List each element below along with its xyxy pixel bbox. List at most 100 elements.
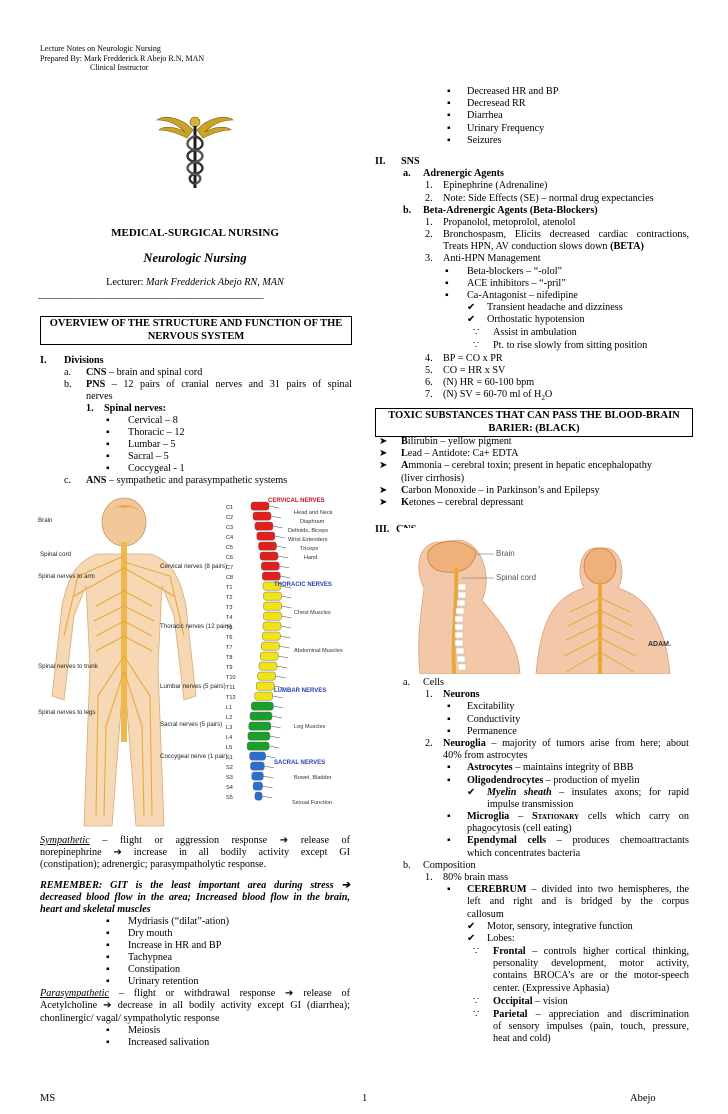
arrow-bullet-icon: ➤ (379, 484, 388, 496)
cervical-func-0: Head and Neck (294, 510, 333, 516)
vertebra-label-t4: T4 (226, 615, 233, 621)
occipital-text: – vision (532, 995, 568, 1007)
vertebra-s3 (251, 771, 264, 781)
hpn-item-2: Ca-Antagonist – nifedipine (467, 290, 578, 301)
remember-line-2: decreased blood flow in the area; Increa… (40, 891, 350, 903)
parietal-text-3: heat and cold) (493, 1032, 551, 1044)
spinal-nerves-marker: 1. (86, 403, 94, 414)
vertebra-s5 (254, 791, 263, 801)
thoracic-func-0: Chest Muscles (294, 610, 331, 616)
vertebra-label-t2: T2 (226, 595, 233, 601)
vertebra-t9 (258, 661, 278, 671)
vertebra-s4 (252, 781, 263, 791)
cells-title: Cells (423, 677, 444, 688)
parietal-text-1: – appreciation and discrimination (527, 1008, 689, 1020)
cerebrum-check-1: Lobes: (487, 932, 515, 944)
symp-effect-5: Urinary retention (128, 976, 199, 988)
ca-effect-0: Transient headache and dizziness (487, 302, 623, 314)
vertebra-label-c4: C4 (226, 535, 233, 541)
vertebra-label-c3: C3 (226, 525, 233, 531)
ependymal-text-2: which concentrates bacteria (467, 847, 581, 859)
body-label-nerves-arm: Spinal nerves to arm (38, 573, 95, 580)
sympathetic-term: Sympathetic (40, 835, 90, 846)
cervical-func-3: Wrist Extenders (288, 537, 328, 543)
composition-marker: b. (403, 859, 411, 871)
footer-left: MS (40, 1093, 56, 1104)
parasympathetic-text-2: Acetylcholine ➔ decrease in all bodily a… (40, 1000, 350, 1012)
cells-heading: a.Cells (375, 677, 691, 689)
item-ans-term: ANS (86, 475, 107, 486)
astrocytes-term: Astrocytes (467, 762, 513, 774)
arrow-bullet-icon: ➤ (379, 496, 388, 508)
cerebrum-term: CEREBRUM (467, 884, 527, 896)
section-1-number: I. (40, 355, 47, 366)
item-pns: b. PNS – 12 pairs of cranial nerves and … (40, 379, 352, 391)
list-item: ▪Urinary retention (106, 976, 199, 988)
toxic-text-0: ilirubin – yellow pigment (407, 436, 512, 447)
list-item: ✔Lobes: (375, 933, 691, 946)
vertebra-label-t11: T11 (226, 685, 235, 691)
astrocytes-text: – maintains integrity of BBB (512, 762, 634, 774)
sympathetic-line-1: Sympathetic – flight or aggression respo… (40, 835, 350, 847)
microglia-stationary: Stationary (531, 811, 580, 823)
list-item: ➤Ketones – cerebral depressant (375, 497, 691, 509)
item-cns-term: CNS (86, 367, 107, 378)
vertebra-label-t6: T6 (226, 635, 233, 641)
list-item: ▪Dry mouth (106, 928, 173, 940)
list-item: 7.(N) SV = 60-70 ml of H2O (425, 389, 553, 403)
list-item: ▪Decresead RR (447, 98, 526, 110)
cervical-func-5: Hand (304, 555, 317, 561)
vertebra-l5 (246, 741, 270, 751)
vertebra-t7 (261, 641, 280, 651)
because-icon: ∵ (473, 995, 480, 1007)
parasympathetic-text-3: chonlinergic/ vagal/ sympatholytic respo… (40, 1012, 220, 1024)
hpn-item-0: Beta-blockers – “-olol” (467, 265, 563, 277)
beta-blockers-heading: b. Beta-Adrenergic Agents (Beta-Blockers… (375, 205, 691, 217)
cns-figure: Brain Spinal cord ADAM. (400, 528, 696, 674)
spinal-item-lumbar: Lumbar – 5 (128, 439, 176, 450)
list-item: ▪Permanence (447, 725, 517, 737)
nerve-line-s2 (264, 765, 275, 769)
toxic-text-1: ead – Antidote: Ca+ EDTA (407, 448, 519, 460)
list-item: ▪Sacral – 5 (106, 451, 169, 462)
cerebrum-text-1: – divided into two hemispheres, the (526, 884, 689, 896)
para-effect-6: Seizures (467, 134, 502, 146)
neuron-prop-1: Conductivity (467, 713, 521, 725)
list-item: ✔Transient headache and dizziness (375, 302, 691, 314)
section-1-heading: I. Divisions (40, 355, 352, 367)
list-item: ▪Mydriasis (“dilat”-ation) (106, 916, 229, 928)
check-icon: ✔ (467, 920, 476, 932)
nerve-line-t2 (281, 595, 292, 599)
lumbar-func-0: Leg Muscles (294, 724, 326, 730)
frontal-text-3: contains BROCA’s are or the motor-speech (493, 970, 689, 982)
list-item: ➤Lead – Antidote: Ca+ EDTA (375, 448, 691, 460)
vertebra-label-c8: C8 (226, 575, 233, 581)
list-item: ➤Bilirubin – yellow pigment (375, 436, 691, 448)
group-label-coccygeal: Coccygeal nerve (1 pair) (160, 753, 227, 760)
vertebra-l2 (249, 711, 273, 721)
list-item: ∵Pt. to rise slowly from sitting positio… (375, 340, 691, 353)
item-cns: a. CNS – brain and spinal cord (40, 367, 352, 379)
nerve-line-t11 (274, 685, 285, 689)
list-item: 1.80% brain mass (375, 872, 691, 884)
spinal-nerves-title: Spinal nerves: (104, 403, 166, 414)
list-item: ∵Occipital – vision (375, 996, 691, 1009)
ca-effect-1: Orthostatic hypotension (487, 314, 585, 326)
spine-column: C1C2C3C4C5C6C7C8T1T2T3T4T5T6T7T8T9T10T11… (226, 501, 292, 801)
beta-item-6: (N) HR = 60-100 bpm (443, 376, 535, 388)
list-item: ▪Cervical – 8 (106, 415, 178, 426)
toxic-text-5: etones – cerebral depressant (408, 496, 524, 508)
list-item: ▪Urinary Frequency (447, 122, 545, 134)
vertebra-c1 (250, 501, 270, 511)
composition-item-text: 80% brain mass (443, 872, 509, 883)
adrenergic-item-1: Note: Side Effects (SE) – normal drug ex… (443, 192, 654, 204)
group-label-thoracic: Thoracic nerves (12 pairs) (160, 623, 232, 630)
list-item: ▪Decreased HR and BP (447, 86, 559, 97)
vertebra-label-t7: T7 (226, 645, 233, 651)
vertebra-label-t3: T3 (226, 605, 233, 611)
list-item: ▪Astrocytes – maintains integrity of BBB (447, 762, 634, 774)
vertebra-label-t8: T8 (226, 655, 233, 661)
body-label-brain: Brain (38, 517, 53, 524)
sympathetic-text-3: (constipation); adrenergic; parasympatho… (40, 859, 267, 871)
beta-item-2: Bronchospasm, Elicits decreased cardiac … (443, 229, 689, 241)
